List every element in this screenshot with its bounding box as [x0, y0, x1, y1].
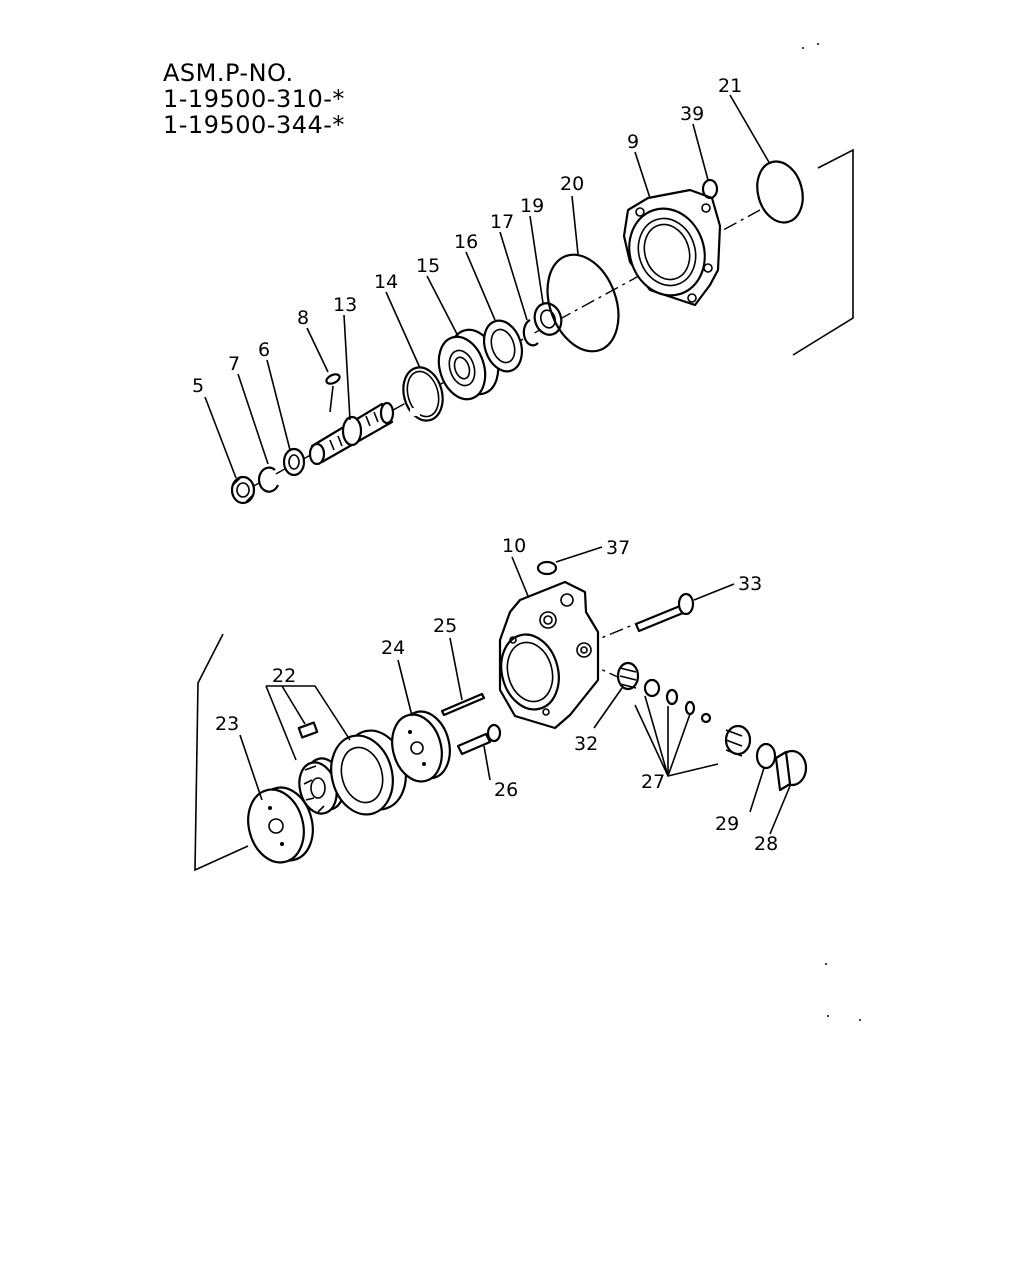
part-28-plug: [774, 749, 808, 792]
callout-21: 21: [718, 75, 742, 97]
part-7-snap-ring: [258, 466, 280, 493]
part-37-o-ring: [536, 560, 558, 576]
part-26-screw: [456, 723, 502, 756]
callout-15: 15: [416, 255, 440, 277]
callout-28: 28: [754, 833, 778, 855]
callout-32: 32: [574, 733, 598, 755]
callout-27: 27: [641, 771, 665, 793]
part-9-body-cover: [622, 188, 722, 307]
part-5-nut: [230, 475, 256, 505]
callout-14: 14: [374, 271, 398, 293]
part-19-oil-seal: [533, 302, 563, 336]
callout-20: 20: [560, 173, 584, 195]
callout-19: 19: [520, 195, 544, 217]
part-25-pin: [440, 692, 486, 717]
callout-17: 17: [490, 211, 514, 233]
callout-7: 7: [228, 353, 240, 375]
callout-22: 22: [272, 665, 296, 687]
callout-39: 39: [680, 103, 704, 125]
part-8-key: [325, 373, 341, 385]
part-22-rotor: [298, 757, 345, 815]
upper-frame-bracket: [792, 148, 854, 356]
callout-10: 10: [502, 535, 526, 557]
assembly-part-number-2: 1-19500-344-*: [163, 111, 345, 139]
upper-callouts: 5 7 6 8 13 14 15 16 17 19 20 9 39 21: [192, 75, 742, 397]
lower-leader-lines: [239, 546, 791, 835]
scan-specks: [802, 43, 861, 1021]
lower-frame-bracket: [194, 633, 249, 872]
callout-25: 25: [433, 615, 457, 637]
part-22-vane: [297, 721, 319, 739]
callout-5: 5: [192, 375, 204, 397]
part-10-housing: [498, 580, 600, 730]
callout-29: 29: [715, 813, 739, 835]
part-39-o-ring: [701, 178, 719, 200]
assembly-part-number-title: ASM.P-NO.: [163, 59, 294, 87]
callout-6: 6: [258, 339, 270, 361]
part-13-shaft: [308, 385, 395, 466]
callout-13: 13: [333, 294, 357, 316]
assembly-part-number-1: 1-19500-310-*: [163, 85, 345, 113]
part-27-relief-valve-set: [643, 678, 752, 757]
part-24-pressure-plate: [391, 710, 451, 783]
part-23-side-plate: [247, 786, 314, 864]
upper-leader-lines: [204, 94, 771, 479]
callout-23: 23: [215, 713, 239, 735]
part-16-shim: [482, 319, 524, 373]
callout-8: 8: [297, 307, 309, 329]
part-32-spring: [616, 661, 640, 691]
part-20-o-ring: [546, 253, 620, 353]
part-17-snap-ring: [522, 319, 539, 347]
callout-26: 26: [494, 779, 518, 801]
lower-callouts: 23 22 24 25 26 10 37 33 32 27 29 28: [215, 535, 778, 855]
part-22-cam-ring: [330, 729, 407, 816]
part-21-o-ring: [756, 160, 804, 224]
callout-37: 37: [606, 537, 630, 559]
part-6-washer: [282, 447, 306, 477]
callout-24: 24: [381, 637, 405, 659]
callout-16: 16: [454, 231, 478, 253]
part-29-o-ring: [755, 742, 777, 770]
callout-33: 33: [738, 573, 762, 595]
part-14-retaining-ring: [402, 366, 444, 422]
callout-9: 9: [627, 131, 639, 153]
part-33-bolt: [634, 592, 695, 633]
